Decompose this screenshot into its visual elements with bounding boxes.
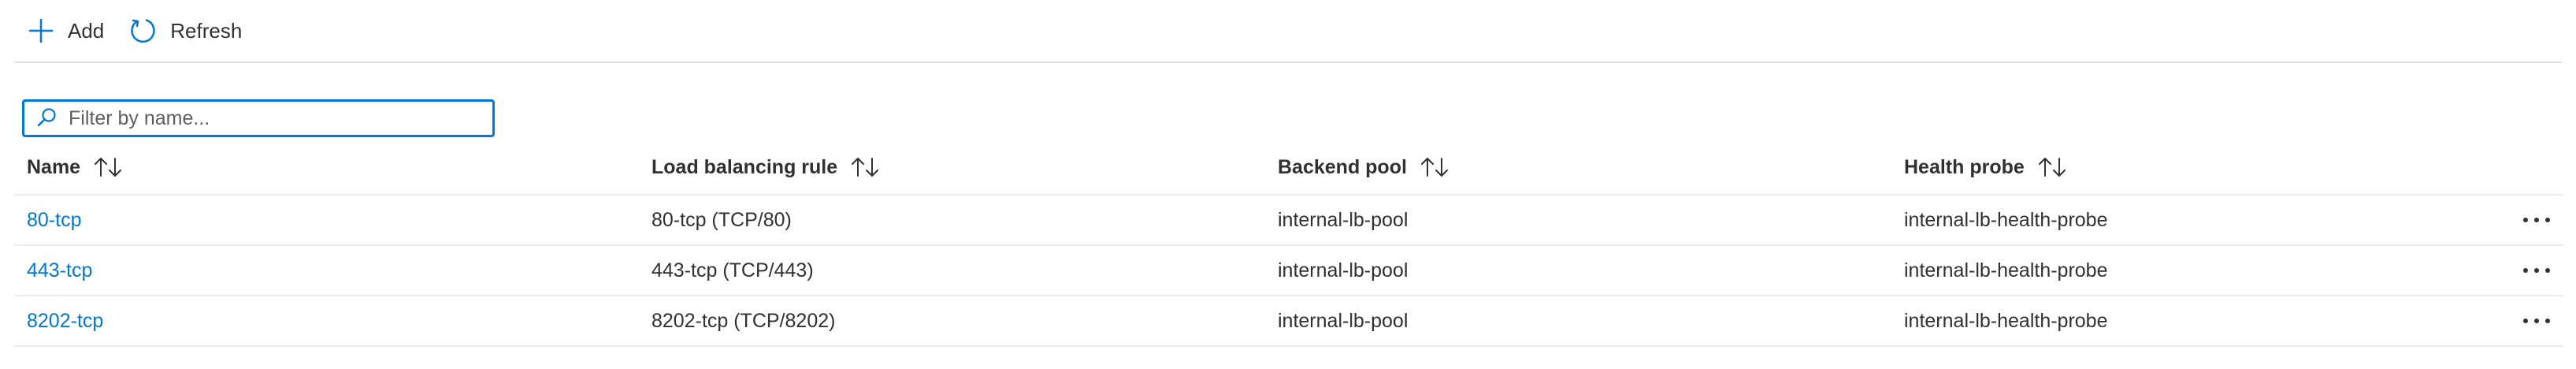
search-icon [35,106,59,130]
table-header: Name Load balancing rule Backend pool He… [14,140,2563,196]
rule-cell: 8202-tcp (TCP/8202) [651,309,836,332]
refresh-button[interactable]: Refresh [117,7,254,54]
column-header-pool[interactable]: Backend pool [1268,155,1894,179]
health-probe-cell: internal-lb-health-probe [1904,208,2108,231]
sort-icon [850,155,882,179]
table-row: 443-tcp 443-tcp (TCP/443) internal-lb-po… [14,246,2563,296]
refresh-icon [129,17,158,45]
backend-pool-cell: internal-lb-pool [1278,309,1409,332]
column-header-rule[interactable]: Load balancing rule [641,155,1268,179]
rule-cell: 80-tcp (TCP/80) [651,208,792,231]
backend-pool-cell: internal-lb-pool [1278,208,1409,231]
column-label: Health probe [1904,155,2025,178]
sort-icon [1420,155,1451,179]
table-row: 8202-tcp 8202-tcp (TCP/8202) internal-lb… [14,296,2563,347]
rule-name-link[interactable]: 8202-tcp [27,309,104,332]
add-label: Add [68,18,105,43]
plus-icon [27,17,55,45]
backend-pool-cell: internal-lb-pool [1278,259,1409,281]
health-probe-cell: internal-lb-health-probe [1904,309,2108,332]
column-header-probe[interactable]: Health probe [1894,155,2492,179]
command-bar: Add Refresh [14,0,2562,63]
health-probe-cell: internal-lb-health-probe [1904,259,2108,281]
sort-icon [2037,155,2069,179]
sort-icon [93,155,124,179]
table-row: 80-tcp 80-tcp (TCP/80) internal-lb-pool … [14,196,2563,246]
filter-input[interactable] [67,102,492,135]
filter-box[interactable] [22,99,495,137]
column-header-name[interactable]: Name [14,155,641,179]
more-icon[interactable] [2521,215,2552,225]
more-icon[interactable] [2521,316,2552,326]
rule-name-link[interactable]: 80-tcp [27,208,82,231]
column-label: Load balancing rule [651,155,838,178]
rule-cell: 443-tcp (TCP/443) [651,259,814,281]
more-icon[interactable] [2521,266,2552,275]
rule-name-link[interactable]: 443-tcp [27,259,93,281]
column-label: Name [27,155,81,178]
add-button[interactable]: Add [14,7,117,54]
rules-table: Name Load balancing rule Backend pool He… [14,140,2563,347]
column-label: Backend pool [1278,155,1407,178]
refresh-label: Refresh [170,18,243,43]
